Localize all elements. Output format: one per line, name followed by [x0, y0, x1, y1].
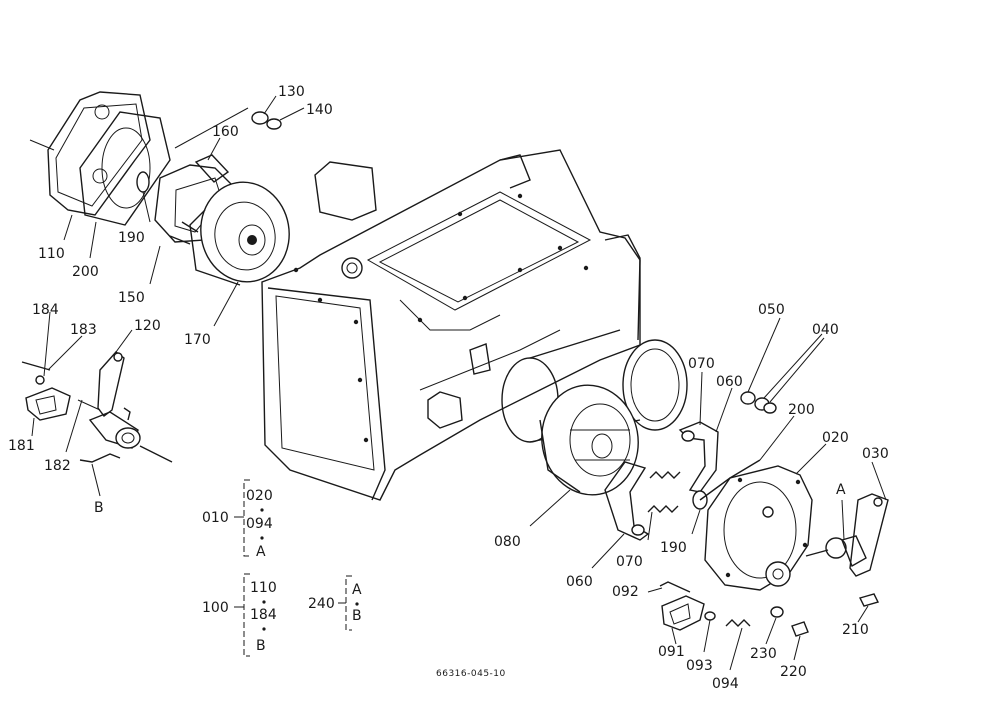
label-184: 184: [32, 302, 59, 318]
label-140: 140: [306, 102, 333, 118]
label-190-left: 190: [118, 230, 145, 246]
label-020: 020: [822, 430, 849, 446]
right-cover-020: [704, 465, 813, 591]
right-brake-shoe-060-lower: [604, 461, 650, 541]
legend-240-item-0: A: [352, 582, 362, 598]
legend-100-item-0: 110: [250, 580, 277, 596]
label-170: 170: [184, 332, 211, 348]
label-200-left: 200: [72, 264, 99, 280]
left-oil-seal-190: [136, 171, 150, 193]
legend-key-100: 100: [202, 600, 229, 616]
left-brake-drum-170: [189, 181, 290, 286]
label-160: 160: [212, 124, 239, 140]
right-o-rings-050-040: [740, 391, 777, 414]
right-pin-092: [659, 581, 691, 593]
legend-010-item-0: 020: [246, 488, 273, 504]
label-200-right: 200: [788, 402, 815, 418]
label-181: 181: [8, 438, 35, 454]
right-springs-070: [647, 471, 681, 513]
label-094: 094: [712, 676, 739, 692]
right-spring-094: [725, 619, 751, 627]
label-030: 030: [862, 446, 889, 462]
label-110: 110: [38, 246, 65, 262]
label-091: 091: [658, 644, 685, 660]
left-gasket-200: [79, 111, 171, 226]
label-040: 040: [812, 322, 839, 338]
label-230: 230: [750, 646, 777, 662]
label-093: 093: [686, 658, 713, 674]
label-150: 150: [118, 290, 145, 306]
label-060-upper: 060: [716, 374, 743, 390]
label-220: 220: [780, 664, 807, 680]
legend-240-item-1: B: [352, 608, 362, 624]
legend-group-100: 100 110 184 B: [202, 573, 277, 657]
label-092: 092: [612, 584, 639, 600]
label-080: 080: [494, 534, 521, 550]
label-070-lower: 070: [616, 554, 643, 570]
right-bolt-210: [858, 593, 880, 607]
transmission-case: [261, 149, 641, 501]
left-cover-110: [29, 91, 151, 216]
part-labels: 130 140 160 110 200 190 150 170 184 183 …: [8, 84, 889, 692]
right-brake-shoe-060-upper: [678, 421, 719, 493]
right-washer-230: [770, 606, 784, 618]
right-lever-030: [805, 493, 889, 577]
legend-100-item-1: 184: [250, 607, 277, 623]
right-brake-drum-080: [539, 384, 639, 496]
label-B: B: [94, 500, 104, 516]
label-120: 120: [134, 318, 161, 334]
label-182: 182: [44, 458, 71, 474]
label-050: 050: [758, 302, 785, 318]
left-o-rings-130-140: [174, 107, 282, 149]
label-210: 210: [842, 622, 869, 638]
legend-key-240: 240: [308, 596, 335, 612]
legend-100-item-2: B: [256, 638, 266, 654]
legend-group-240: 240 A B: [308, 575, 362, 631]
right-clevis-091: [661, 595, 705, 631]
legend-group-010: 010 020 094 A: [202, 479, 273, 560]
legend-010-item-2: A: [256, 544, 266, 560]
drawing-code: 66316-045-10: [436, 669, 506, 679]
left-brake-part-160: [194, 154, 230, 183]
legend-010-item-1: 094: [246, 516, 273, 532]
leader-lines: [31, 95, 887, 671]
label-190-right: 190: [660, 540, 687, 556]
label-183: 183: [70, 322, 97, 338]
label-A-right: A: [836, 482, 846, 498]
right-washer-093: [704, 611, 716, 621]
label-060-lower: 060: [566, 574, 593, 590]
label-070-upper: 070: [688, 356, 715, 372]
label-130: 130: [278, 84, 305, 100]
legend-key-010: 010: [202, 510, 229, 526]
right-bolt-220: [791, 621, 809, 637]
